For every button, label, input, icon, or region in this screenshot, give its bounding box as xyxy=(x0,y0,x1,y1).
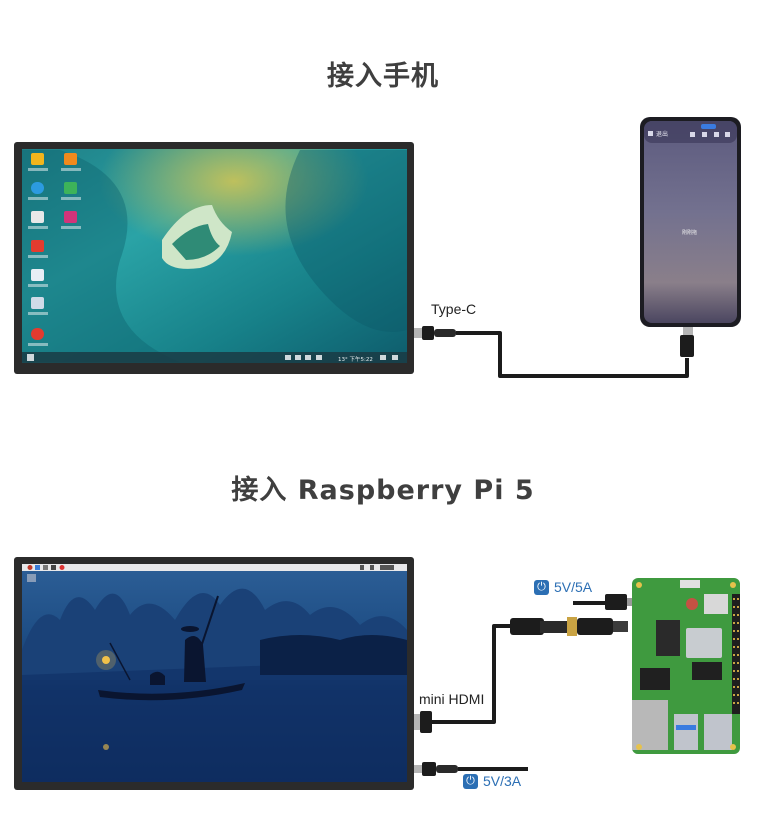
hdmi-adapter-left xyxy=(510,618,544,635)
taskbar-clock: 13° 下午5:22 xyxy=(338,355,373,363)
pi-power-badge: ⏻ 5V/5A xyxy=(534,579,592,595)
usb-port-1 xyxy=(674,714,698,750)
mini-hdmi-plug xyxy=(420,711,432,733)
pi-menu-bar xyxy=(22,564,407,571)
raspberry-pi-5-board xyxy=(632,578,740,754)
pi-power-label: 5V/5A xyxy=(554,579,593,595)
power-icon: ⏻ xyxy=(463,773,478,789)
mini-hdmi-cable xyxy=(432,624,512,724)
boat xyxy=(98,683,245,701)
smartphone: 退出 刚刚拖 xyxy=(640,117,741,357)
power-cable-plug xyxy=(436,765,458,773)
phone-screen xyxy=(644,121,737,323)
hdmi-adapter-right xyxy=(577,618,613,635)
tray-icons xyxy=(285,355,398,360)
phone-center-text: 刚刚拖 xyxy=(682,229,697,236)
ram-chip xyxy=(692,662,722,680)
type-c-plug-phone xyxy=(680,335,694,357)
power-icon: ⏻ xyxy=(534,579,549,595)
gpio-header xyxy=(732,594,740,714)
taskbar xyxy=(22,352,407,363)
menu-bar-icons xyxy=(27,565,394,570)
screen-power-badge: ⏻ 5V/3A xyxy=(463,773,521,789)
raspberry-logo xyxy=(686,598,698,610)
portable-monitor-top: 13° 下午5:22 xyxy=(14,142,456,374)
portable-monitor-bottom xyxy=(14,557,458,790)
pi-chip-label xyxy=(656,620,680,656)
usb-port-2 xyxy=(704,714,732,750)
ethernet-port xyxy=(632,700,668,750)
soc-chip xyxy=(686,628,722,658)
section-title-raspberry-pi: 接入 Raspberry Pi 5 xyxy=(231,475,535,506)
desktop-icons xyxy=(28,153,81,346)
screen-power-label: 5V/3A xyxy=(483,773,522,789)
type-c-label: Type-C xyxy=(431,301,477,317)
type-c-cable xyxy=(456,331,689,378)
fan-header xyxy=(704,594,728,614)
section-title-phone: 接入手机 xyxy=(327,61,439,92)
phone-exit-label: 退出 xyxy=(656,130,668,138)
lantern xyxy=(102,656,110,664)
mini-hdmi-label: mini HDMI xyxy=(419,691,485,707)
